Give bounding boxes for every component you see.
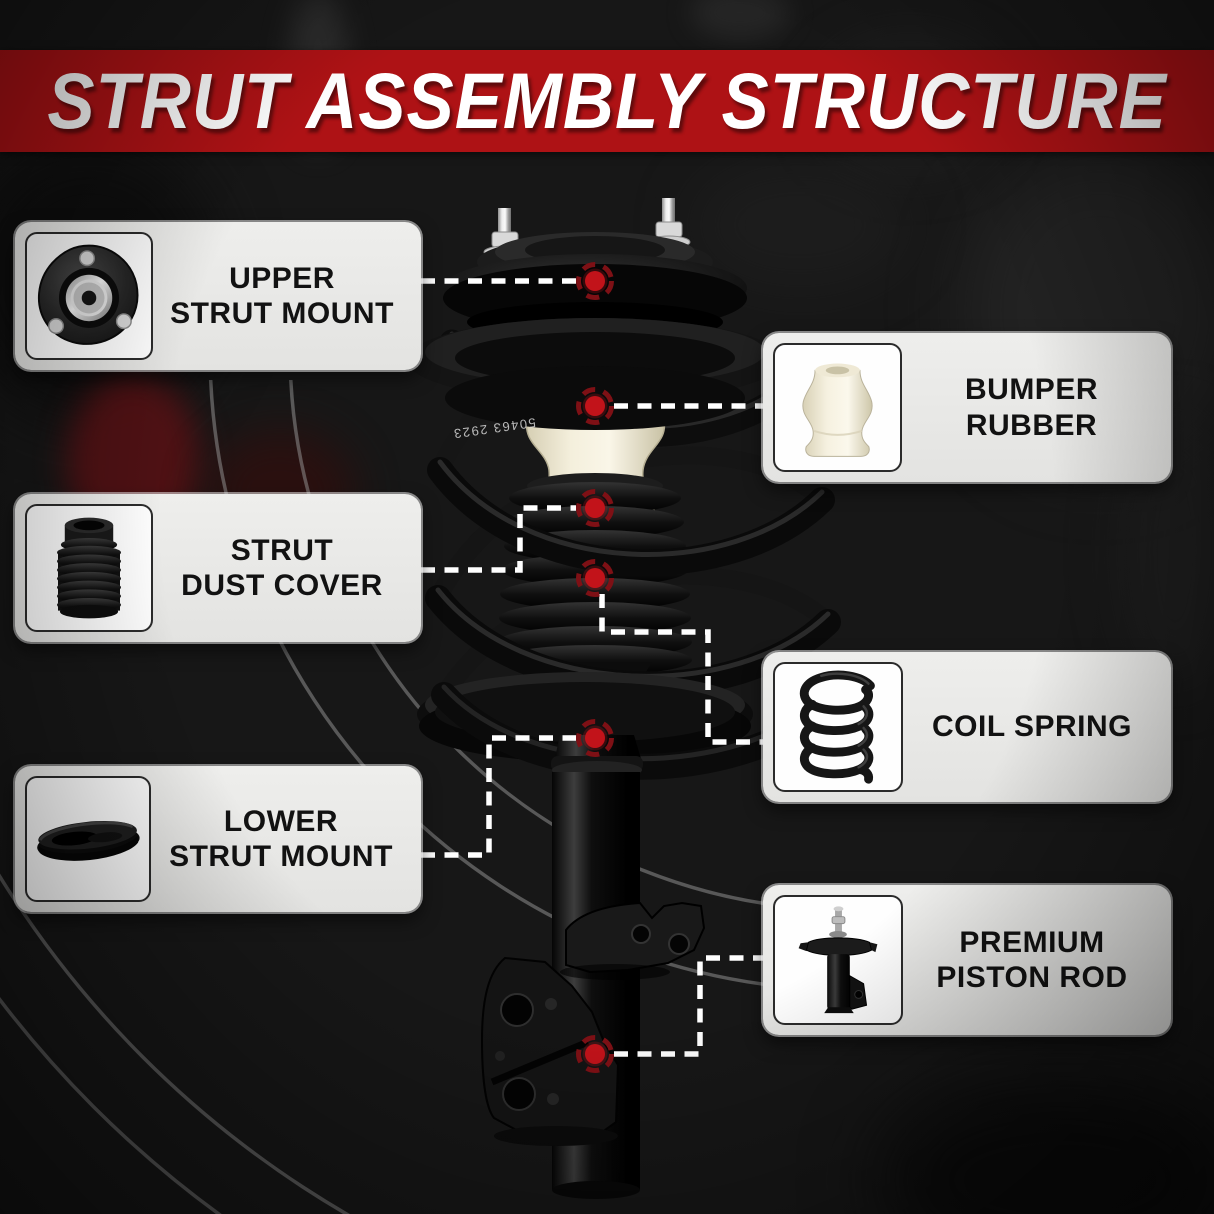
vignette-overlay [0, 0, 1214, 1214]
infographic-canvas: 50463 2923 [0, 0, 1214, 1214]
